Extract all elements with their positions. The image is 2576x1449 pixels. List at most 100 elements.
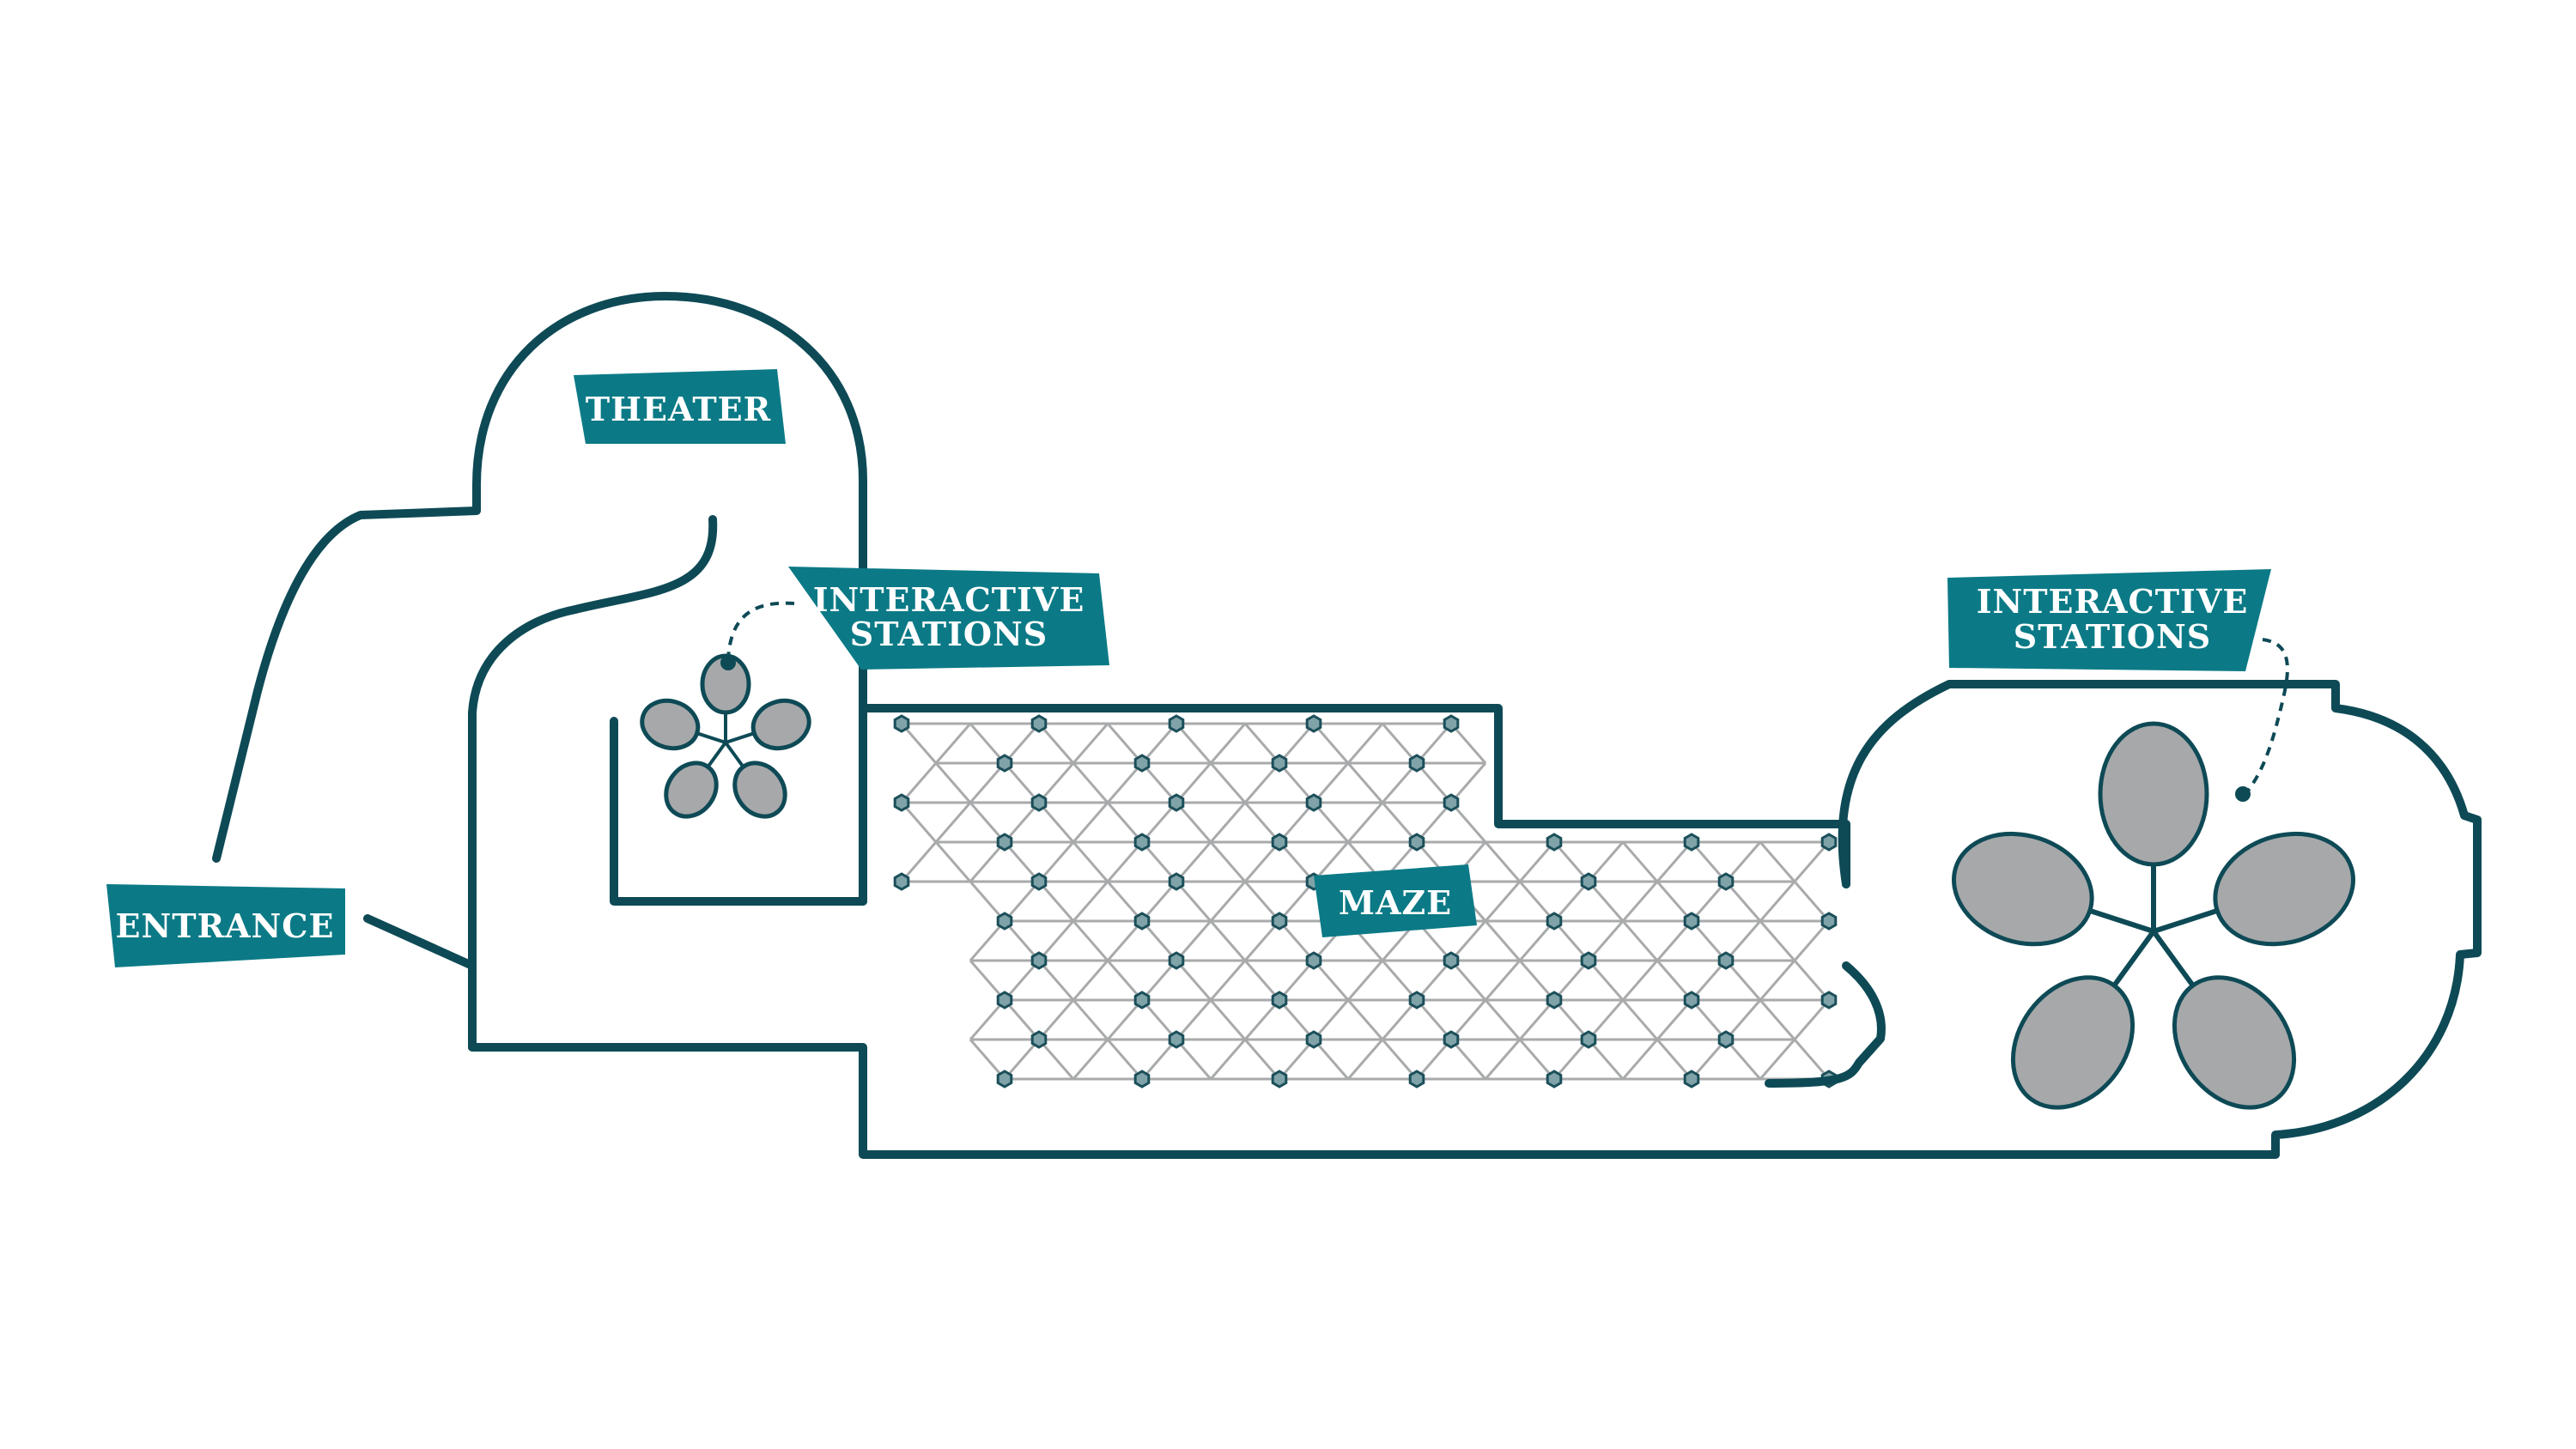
maze-grid-line [1175,723,1212,764]
maze-grid-line [1243,1039,1281,1080]
maze-grid-line [1449,723,1487,764]
theater-label: THEATER [574,369,786,444]
maze-grid-line [1793,920,1831,961]
maze-grid-line [1243,960,1281,1001]
maze-grid-line [1621,920,1659,961]
maze-node [1030,793,1048,812]
right-stations-label: INTERACTIVE STATIONS [1947,569,2271,671]
maze-grid-line [1037,1039,1075,1080]
maze-grid-line [1209,960,1247,1001]
maze-grid-line [1037,841,1075,882]
maze-grid-line [1552,1039,1590,1080]
maze-grid-line [1037,802,1075,843]
maze-grid-line [1003,762,1041,803]
maze-node [1717,1030,1735,1049]
maze-grid-line [1793,841,1831,882]
maze-grid-line [1759,1039,1796,1080]
maze-node [1271,754,1288,773]
maze-node [1820,833,1838,852]
maze-grid-line [1449,999,1487,1040]
maze-grid-line [1759,999,1796,1040]
maze-grid-line [969,1039,1006,1080]
maze-grid-line [1312,762,1350,803]
maze-grid-line [1209,920,1247,961]
maze-grid-line [1381,960,1419,1001]
station-cluster-small-icon [640,653,811,819]
maze-grid-line [1312,802,1350,843]
maze-node [893,793,910,812]
maze-grid-line [1690,999,1728,1040]
maze-grid-line [1003,999,1041,1040]
maze-grid-line [1449,1039,1487,1080]
maze-grid-line [1656,881,1693,922]
maze-grid-line [1449,802,1487,843]
maze-grid-line [1278,762,1315,803]
maze-grid-line [1175,841,1212,882]
maze-grid-line [1518,1039,1556,1080]
maze-grid-line [1209,1039,1247,1080]
maze-grid-line [1793,881,1831,922]
maze-grid-line [1346,999,1384,1040]
maze-grid-line [1003,802,1041,843]
maze-grid-line [1140,881,1178,922]
station-seat [2010,975,2136,1110]
maze-grid-line [1346,762,1384,803]
maze-grid-line [1518,960,1556,1001]
maze-node [1443,951,1460,970]
maze-label: MAZE [1314,864,1477,937]
maze-grid-line [934,762,972,803]
station-seat [2213,831,2356,947]
maze-grid-line [1621,1039,1659,1080]
maze-grid-line [1106,762,1144,803]
maze-grid-line [1312,960,1350,1001]
maze-grid-line [1690,1039,1728,1080]
maze-grid-line [1759,960,1796,1001]
station-spoke [706,741,727,768]
maze-grid-line [1278,1039,1315,1080]
maze-grid-line [1346,802,1384,843]
maze-grid-line [1140,762,1178,803]
station-seat [640,698,701,751]
maze-node [1580,1030,1597,1049]
maze-grid-line [1209,762,1247,803]
maze-grid-line [1518,841,1556,882]
maze-grid-line [969,841,1006,882]
maze-grid-line [1724,1039,1762,1080]
maze-grid-line [969,960,1006,1001]
maze-node [1443,1030,1460,1049]
maze-grid-line [1484,841,1522,882]
maze-grid-line [1072,920,1109,961]
maze-grid-line [1759,881,1796,922]
maze-grid-line [1656,1039,1693,1080]
maze-grid-line [1175,1039,1212,1080]
maze-boundary-wall [859,704,1850,828]
entrance-bottom-wall [468,1043,2280,1159]
maze-grid-line [1793,960,1831,1001]
maze-grid-line [1037,762,1075,803]
maze-grid-line [1552,920,1590,961]
maze-node [1030,951,1048,970]
maze-grid-line [969,999,1006,1040]
maze-grid-line [1415,960,1453,1001]
maze-node [1683,991,1700,1009]
maze-grid-line [1484,999,1522,1040]
maze-node [1168,714,1185,733]
maze-node [1168,793,1185,812]
station-spoke [725,731,755,744]
maze-grid-line [1037,881,1075,922]
maze-grid-line [1587,960,1625,1001]
right-stations-callout-leader [2244,638,2289,796]
maze-node [1271,833,1288,852]
maze-grid-line [1037,960,1075,1001]
maze-grid-line [1003,960,1041,1001]
maze-node [893,872,910,891]
right-stations-room-outer-wall [1838,680,2482,1159]
maze-grid-line [1587,1039,1625,1080]
maze-grid-line [1243,762,1281,803]
maze-grid-line [1484,960,1522,1001]
station-seat [750,698,811,751]
maze-grid-line [1656,999,1693,1040]
maze-grid-line [1346,1039,1384,1080]
maze-node [1580,872,1597,891]
maze-grid-line [1003,841,1041,882]
